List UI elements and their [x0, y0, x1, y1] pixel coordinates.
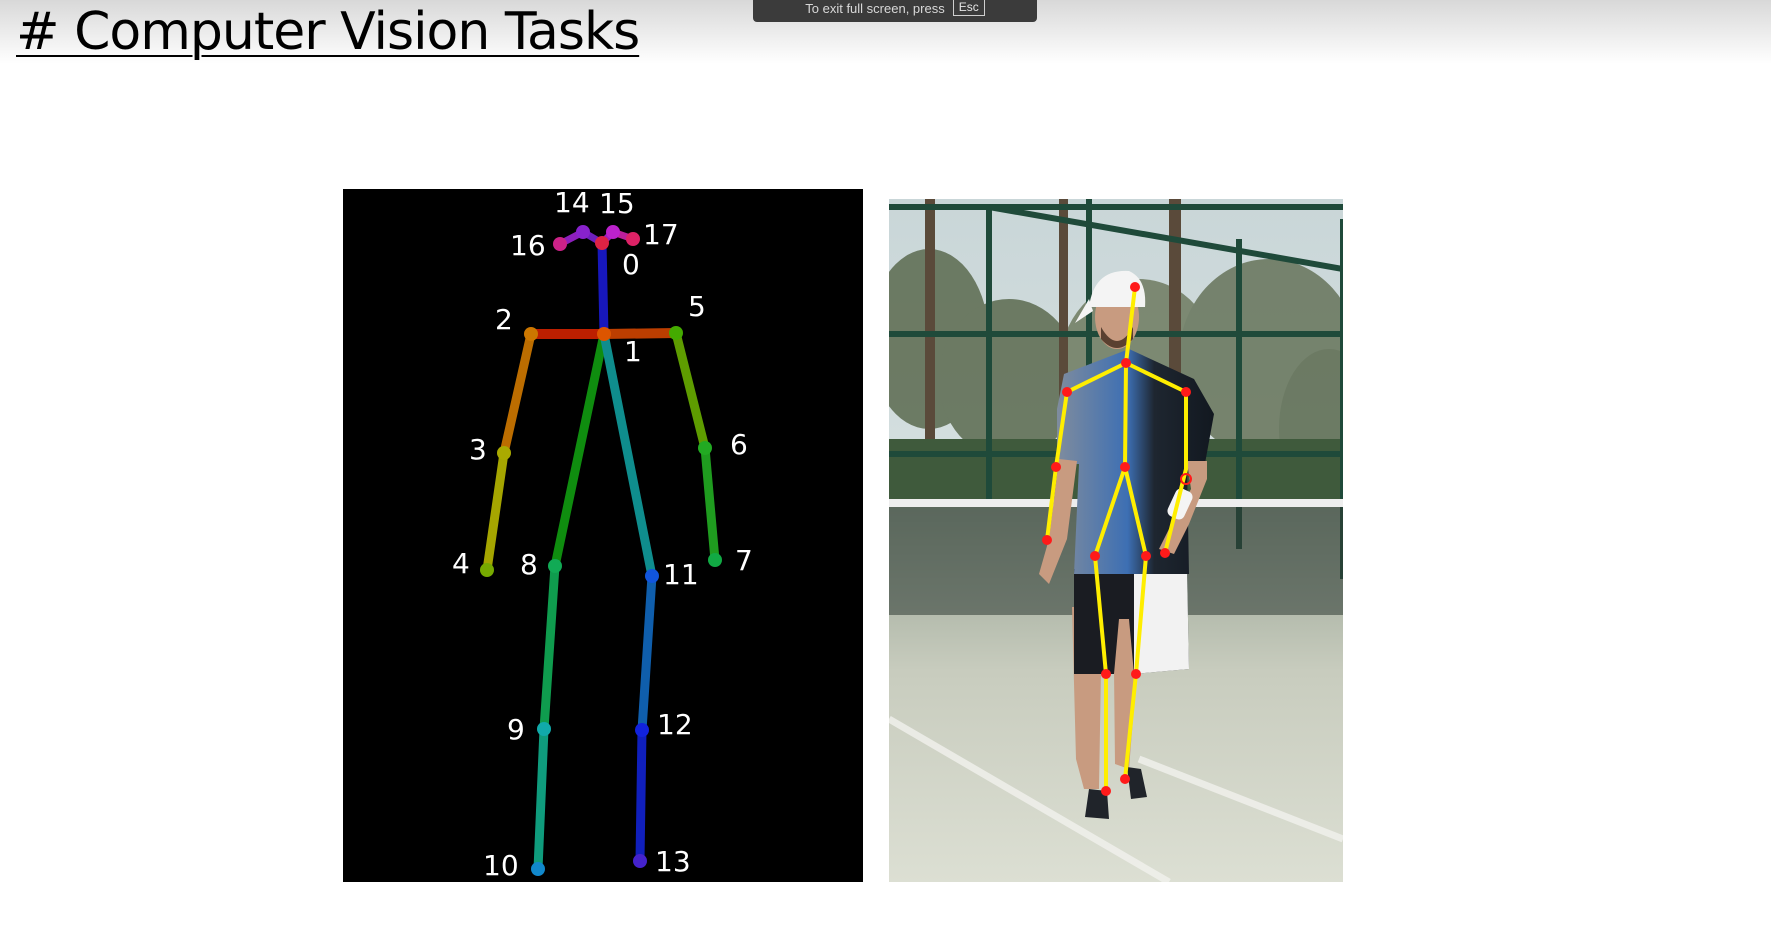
keypoint-label-5: 5 [688, 290, 706, 323]
arm-right [1039, 459, 1077, 584]
limb-thigh-left [637, 571, 657, 735]
court-lines [889, 715, 1343, 882]
limb-shin-left [635, 725, 647, 866]
keypoint-17 [626, 232, 640, 246]
keypoint-label-14: 14 [554, 189, 590, 219]
fullscreen-exit-text: To exit full screen, press [805, 1, 945, 16]
keypoint-label-3: 3 [469, 433, 487, 466]
keypoint-6 [698, 441, 712, 455]
keypoint-label-15: 15 [599, 189, 635, 220]
keypoint-0 [595, 236, 609, 250]
keypoint-label-2: 2 [495, 303, 513, 336]
keypoint-4 [480, 563, 494, 577]
keypoint-9 [537, 722, 551, 736]
limb-torso-right [550, 329, 609, 571]
limb-shin-right [533, 724, 549, 874]
limb-upper-arm-left [671, 328, 710, 453]
keypoint-label-4: 4 [452, 547, 470, 580]
shoes [1085, 767, 1147, 819]
keypoint-skeleton-diagram: 14 15 16 17 0 2 5 1 3 6 4 8 11 7 9 12 10… [343, 189, 863, 882]
limb-upper-arm-right [499, 329, 536, 458]
limb-forearm-left [700, 443, 720, 565]
keypoint-7 [708, 553, 722, 567]
keypoint-8 [548, 559, 562, 573]
pose-estimation-photo [889, 199, 1343, 882]
keypoint-label-16: 16 [510, 229, 546, 262]
keypoint-label-8: 8 [520, 548, 538, 581]
keypoint-label-12: 12 [657, 708, 693, 741]
keypoint-label-7: 7 [735, 544, 753, 577]
keypoint-5 [669, 326, 683, 340]
keypoint-14 [576, 225, 590, 239]
fullscreen-exit-notice: To exit full screen, press Esc [753, 0, 1037, 22]
keypoint-12 [635, 723, 649, 737]
limb-forearm-right [482, 448, 509, 575]
page-title: # Computer Vision Tasks [16, 2, 640, 62]
keypoint-1 [597, 327, 611, 341]
keypoint-label-1: 1 [624, 335, 642, 368]
cap [1089, 270, 1146, 307]
beard [1101, 327, 1133, 348]
esc-key-badge: Esc [952, 0, 985, 16]
limb-torso-left [599, 329, 657, 581]
keypoint-label-13: 13 [655, 845, 691, 878]
limb-shoulder-left [599, 328, 681, 339]
keypoint-13 [633, 854, 647, 868]
limb-thigh-right [539, 561, 560, 734]
pose-skeleton-overlay [1045, 285, 1188, 793]
pose-keypoints-overlay [1042, 282, 1192, 796]
keypoint-label-6: 6 [730, 428, 748, 461]
keypoint-10 [531, 862, 545, 876]
keypoint-16 [553, 237, 567, 251]
keypoint-3 [497, 446, 511, 460]
keypoint-11 [645, 569, 659, 583]
keypoint-15 [606, 225, 620, 239]
keypoint-label-9: 9 [507, 713, 525, 746]
keypoint-label-10: 10 [483, 849, 519, 882]
keypoint-label-11: 11 [663, 558, 699, 591]
keypoint-2 [524, 327, 538, 341]
keypoint-label-17: 17 [643, 218, 679, 251]
keypoint-label-0: 0 [622, 248, 640, 281]
limb-head [597, 238, 609, 339]
